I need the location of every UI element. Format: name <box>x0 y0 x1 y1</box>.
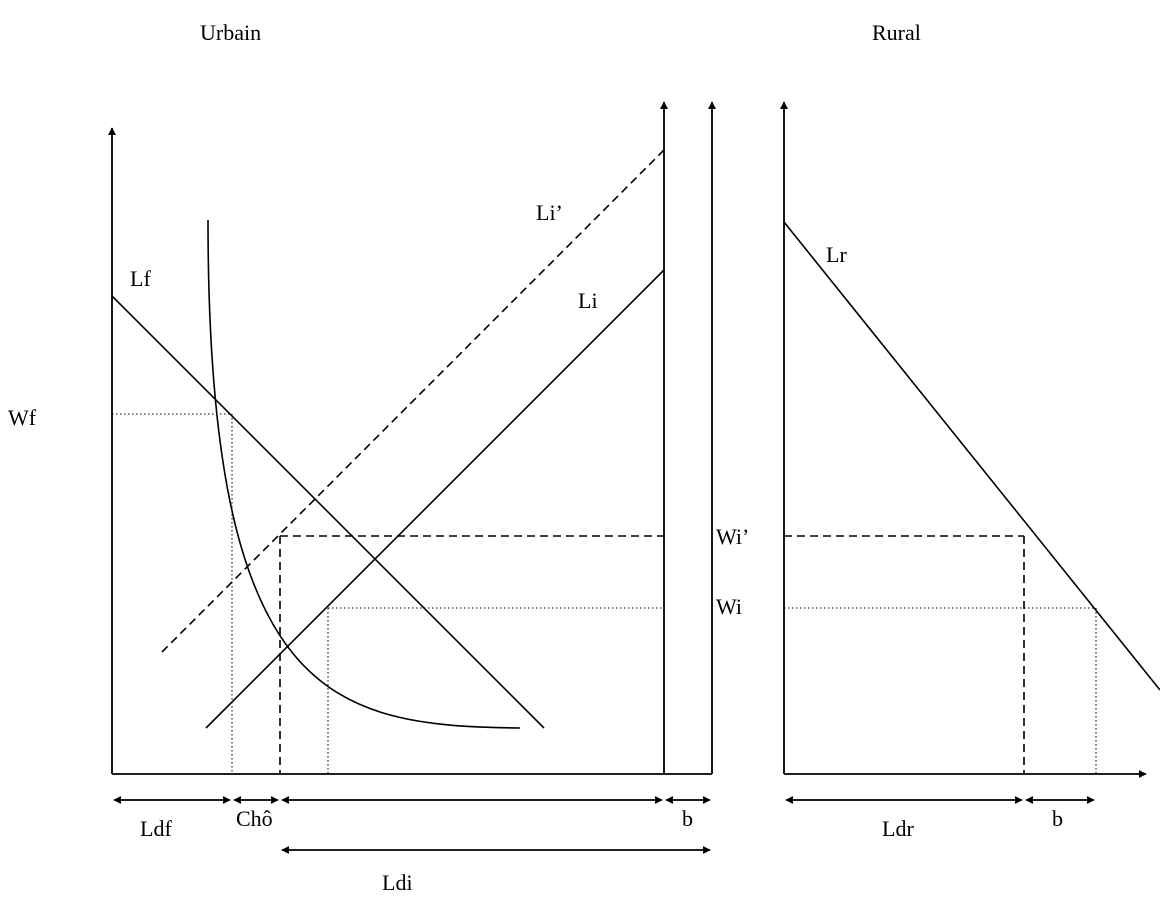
li-prime-label: Li’ <box>536 200 563 225</box>
li-supply-line <box>205 269 665 729</box>
ldf-label: Ldf <box>140 816 172 841</box>
cho-label: Chô <box>236 806 273 831</box>
wi-label: Wi <box>716 594 742 619</box>
li-prime-supply-line <box>161 149 665 653</box>
b-rural-label: b <box>1052 806 1063 831</box>
wf-label: Wf <box>8 405 37 430</box>
rural-title: Rural <box>872 20 921 45</box>
li-label: Li <box>578 288 598 313</box>
lr-demand-line <box>783 221 1160 691</box>
urban-title: Urbain <box>200 20 261 45</box>
lr-label: Lr <box>826 242 847 267</box>
ldr-label: Ldr <box>882 816 914 841</box>
wi-prime-label: Wi’ <box>716 524 749 549</box>
lf-label: Lf <box>130 266 151 291</box>
rectangular-hyperbola-curve <box>207 219 521 729</box>
ldi-label: Ldi <box>382 870 413 895</box>
b-urban-label: b <box>682 806 693 831</box>
lf-demand-line <box>111 295 545 729</box>
